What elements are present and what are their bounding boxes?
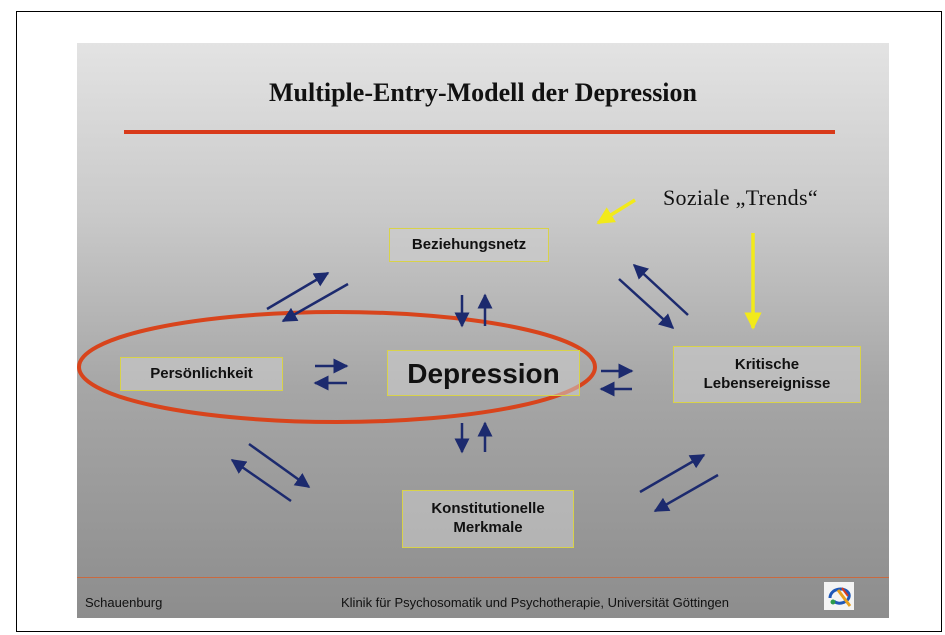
node-depression-label: Depression bbox=[407, 357, 560, 389]
arrow-pers-to-bez bbox=[266, 271, 330, 311]
node-konstitutionelle-line1: Konstitutionelle bbox=[431, 500, 545, 518]
node-persoenlichkeit-label: Persönlichkeit bbox=[150, 364, 253, 382]
node-konstitutionelle-line2: Merkmale bbox=[453, 519, 523, 536]
footer-divider bbox=[77, 577, 889, 578]
arrow-bez-to-pers bbox=[281, 282, 349, 323]
highlight-ellipse bbox=[77, 310, 597, 424]
university-logo-icon bbox=[824, 582, 854, 610]
arrow-krit-to-bez bbox=[632, 263, 689, 316]
node-persoenlichkeit: Persönlichkeit bbox=[120, 357, 283, 391]
node-beziehungsnetz: Beziehungsnetz bbox=[389, 228, 549, 262]
arrow-kon-to-pers bbox=[230, 458, 292, 503]
node-kritische-line2: Lebensereignisse bbox=[703, 374, 831, 392]
arrow-bez-to-krit bbox=[618, 278, 675, 330]
node-kritische-line1: Kritische bbox=[734, 355, 800, 373]
slide-title: Multiple-Entry-Modell der Depression bbox=[268, 78, 697, 107]
node-depression: Depression bbox=[387, 350, 580, 396]
node-kritische-lebensereignisse: Kritische Lebensereignisse bbox=[673, 346, 861, 403]
arrow-krit-to-kon bbox=[653, 473, 719, 513]
footer-institution: Klinik für Psychosomatik und Psychothera… bbox=[341, 595, 730, 610]
node-beziehungsnetz-label: Beziehungsnetz bbox=[411, 235, 527, 253]
yellow-arrow-to-beziehungsnetz bbox=[596, 198, 636, 225]
title-underline bbox=[124, 130, 835, 134]
node-konstitutionelle-merkmale: Konstitutionelle Merkmale bbox=[402, 490, 574, 548]
diagram-canvas bbox=[77, 198, 762, 513]
arrow-kon-to-krit bbox=[639, 453, 706, 494]
slide: Multiple-Entry-Modell der Depression bbox=[77, 43, 889, 618]
arrow-pers-to-kon bbox=[248, 442, 311, 489]
soziale-trends-label: Soziale „Trends“ bbox=[663, 185, 818, 210]
footer-author: Schauenburg bbox=[85, 595, 163, 610]
